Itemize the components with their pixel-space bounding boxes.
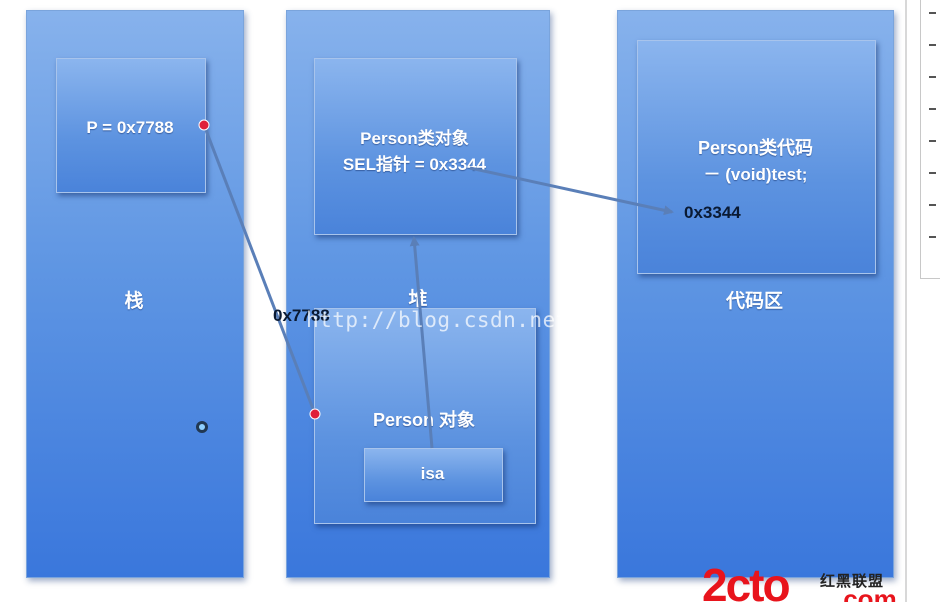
side-panel-mark <box>929 236 936 238</box>
class-code-line1: Person类代码 <box>697 138 814 158</box>
stack-pointer-dot <box>198 119 210 131</box>
side-panel-mark <box>929 44 936 46</box>
stack-address-label: 0x7788 <box>273 306 330 325</box>
class-object-box <box>314 58 517 235</box>
side-panel-mark <box>929 140 936 142</box>
class-code-box <box>637 40 876 274</box>
side-panel-mark <box>929 76 936 78</box>
isa-label: isa <box>420 464 445 483</box>
stack-to-instance-arrow <box>202 124 317 415</box>
class-code-line2: － (void)test; <box>703 165 808 184</box>
logo-cn-text: 红黑联盟 <box>820 572 885 590</box>
code-area-title: 代码区 <box>725 291 783 312</box>
isa-to-class-arrow <box>409 236 434 449</box>
code-address-label: 0x3344 <box>684 203 741 222</box>
side-panel-mark <box>929 108 936 110</box>
watermark-text: http://blog.csdn.net/ <box>306 308 583 332</box>
arrows-layer <box>196 119 674 449</box>
instance-object-dot <box>309 408 321 420</box>
logo-main-text: 2cto <box>702 560 791 602</box>
side-panel-fragment <box>920 0 940 279</box>
site-logo: 2cto 红黑联盟 .com <box>700 560 910 602</box>
class-object-line2: SEL指针 = 0x3344 <box>342 155 487 174</box>
class-object-line1: Person类对象 <box>360 129 469 148</box>
right-divider <box>905 0 907 602</box>
diagram-stage: P = 0x7788 栈 Person类对象 SEL指针 = 0x3344 堆 … <box>26 10 897 602</box>
instance-object-title: Person 对象 <box>372 410 476 430</box>
side-panel-mark <box>929 204 936 206</box>
stack-title: 栈 <box>124 291 144 312</box>
side-panel-mark <box>929 12 936 14</box>
stack-pointer-label: P = 0x7788 <box>86 118 174 137</box>
logo-suffix-text: .com <box>836 584 897 602</box>
cursor-icon <box>196 421 208 433</box>
stack-pointer-box <box>56 58 206 193</box>
sel-to-code-arrow <box>469 166 674 216</box>
side-panel-mark <box>929 172 936 174</box>
isa-box <box>364 448 503 502</box>
